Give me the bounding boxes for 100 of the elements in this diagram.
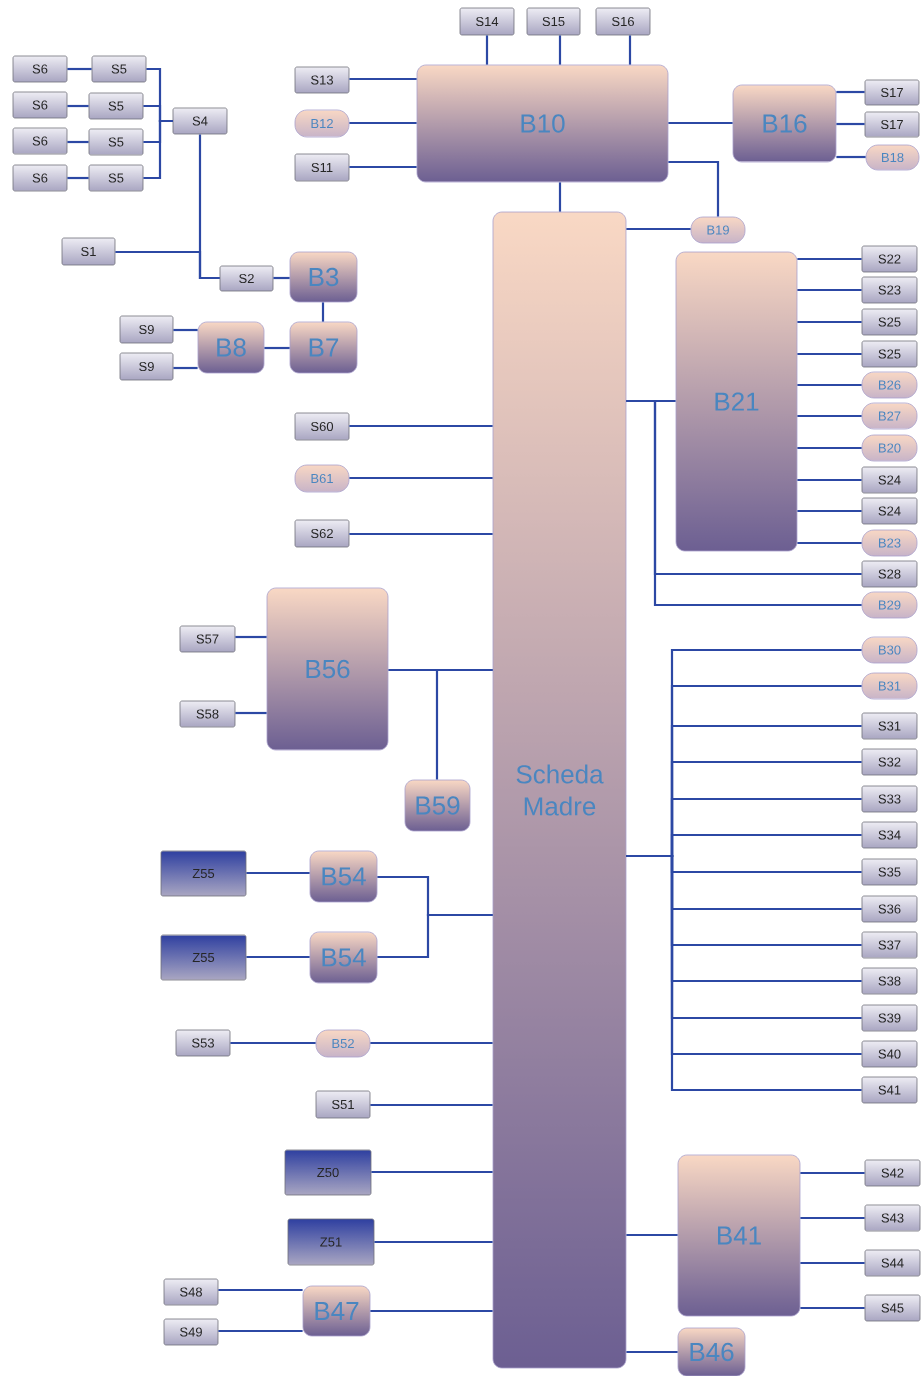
module-box: B10 [416, 64, 669, 183]
component-box: S32 [861, 748, 918, 776]
component-box: S51 [315, 1090, 371, 1119]
connector-line [558, 35, 562, 65]
connector-line [668, 121, 733, 125]
connector-line [349, 424, 493, 428]
connector-line [797, 383, 862, 387]
component-box: S62 [294, 519, 350, 548]
component-box: S37 [861, 931, 918, 959]
component-box: S45 [864, 1294, 921, 1322]
connector-line [797, 509, 862, 513]
component-box: S58 [179, 700, 236, 728]
connector-line [218, 1288, 303, 1292]
module-box: B3 [289, 251, 358, 303]
connector-line [370, 1041, 493, 1045]
connector-line [273, 276, 290, 280]
component-pill: B61 [294, 464, 350, 493]
connector-line [349, 476, 493, 480]
component-box: Z51 [287, 1218, 375, 1266]
component-pill: B31 [861, 672, 918, 700]
connector-line [800, 1171, 865, 1175]
component-box: S4 [172, 107, 228, 135]
component-box: Z55 [160, 934, 247, 981]
connector-line [800, 1261, 865, 1265]
connector-line [558, 182, 562, 212]
connector-line [264, 346, 290, 350]
connector-line [797, 257, 862, 261]
component-box: S24 [861, 497, 918, 525]
component-box: S5 [91, 55, 147, 83]
connector-line [836, 155, 866, 159]
connector-line [628, 35, 632, 65]
connector-line [797, 446, 862, 450]
component-box: S5 [88, 164, 144, 192]
connector-line [800, 1216, 865, 1220]
connector-line [626, 854, 862, 1092]
module-box: B41 [677, 1154, 801, 1317]
connector-line [836, 122, 865, 126]
component-box: S31 [861, 712, 918, 740]
connector-line [797, 414, 862, 418]
connector-line [230, 1041, 316, 1045]
component-box: S49 [163, 1318, 219, 1346]
component-pill: B29 [861, 591, 918, 619]
module-box: B56 [266, 587, 389, 751]
connector-line [67, 140, 89, 144]
component-box: S38 [861, 967, 918, 995]
component-box: S53 [175, 1029, 231, 1057]
connector-line [485, 35, 489, 65]
component-box: S16 [595, 7, 651, 36]
connector-line [626, 1233, 678, 1237]
component-box: S11 [294, 153, 350, 182]
component-box: S6 [12, 55, 68, 83]
component-box: S13 [294, 66, 350, 94]
connector-line [173, 328, 198, 332]
component-box: S39 [861, 1004, 918, 1032]
component-box: Z55 [160, 850, 247, 897]
component-pill: B52 [315, 1029, 371, 1058]
component-box: S24 [861, 466, 918, 494]
connector-line [115, 250, 220, 280]
component-box: S41 [861, 1076, 918, 1104]
connector-line [349, 77, 417, 81]
connector-line [246, 955, 310, 959]
module-box: B47 [302, 1285, 371, 1337]
connector-line [349, 121, 417, 125]
board-box: Scheda Madre [492, 211, 627, 1369]
connector-line [371, 1170, 493, 1174]
module-box: B59 [404, 779, 471, 832]
component-box: S57 [179, 625, 236, 653]
connector-line [797, 320, 862, 324]
module-box: B8 [197, 321, 265, 374]
component-box: S40 [861, 1040, 918, 1068]
component-pill: B12 [294, 109, 350, 138]
connector-line [374, 1240, 493, 1244]
component-box: S2 [219, 265, 274, 292]
connector-line [349, 532, 493, 536]
module-box: B16 [732, 84, 837, 163]
component-pill: B18 [865, 144, 920, 171]
component-box: S43 [864, 1204, 921, 1232]
component-pill: B27 [861, 402, 918, 430]
connector-line [67, 176, 89, 180]
connector-line [173, 366, 198, 370]
component-pill: B30 [861, 636, 918, 664]
component-pill: B23 [861, 529, 918, 557]
component-pill: B20 [861, 434, 918, 462]
connector-line [67, 104, 89, 108]
component-box: S17 [864, 111, 920, 138]
component-box: S17 [864, 79, 920, 106]
component-pill: B26 [861, 371, 918, 399]
module-box: B46 [677, 1327, 746, 1376]
connector-line [797, 478, 862, 482]
component-box: S22 [861, 245, 918, 273]
connector-line [377, 913, 493, 959]
component-box: S5 [88, 92, 144, 120]
connector-line [143, 119, 173, 180]
connector-line [370, 1103, 493, 1107]
connector-line [435, 668, 493, 780]
component-box: S6 [12, 164, 68, 192]
component-box: S14 [459, 7, 515, 36]
component-box: S25 [861, 340, 918, 368]
connector-line [218, 1329, 303, 1333]
component-box: Z50 [284, 1149, 372, 1196]
